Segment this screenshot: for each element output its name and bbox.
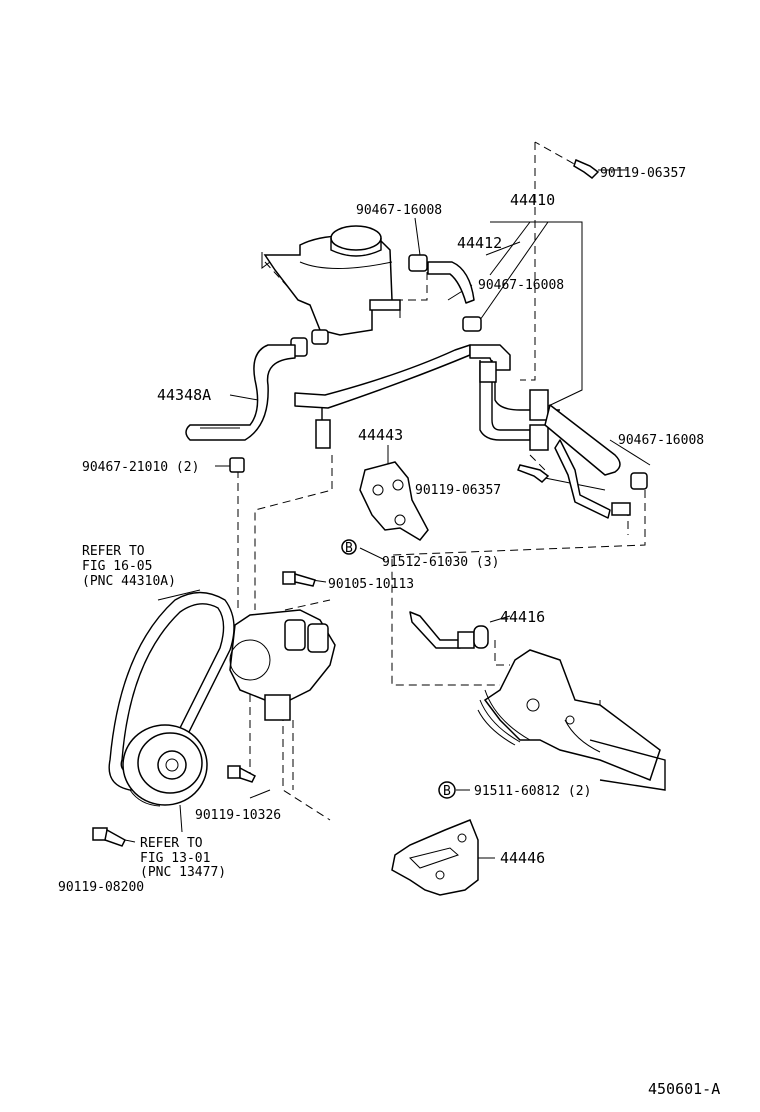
label-90467-16008-a: 90467-16008 [356,203,442,218]
clamp-90467-21010 [229,457,245,473]
bracket-44443 [359,461,429,541]
bolt-90119-10326 [227,765,256,783]
label-refer-belt-line3: (PNC 44310A) [82,574,176,589]
hose-clamp-reservoir-outlet [290,329,329,357]
pressure-tube-44416 [409,611,489,649]
bracket-44446 [391,819,479,896]
label-90119-10326: 90119-10326 [195,808,281,823]
label-44443: 44443 [358,426,403,444]
label-44416: 44416 [500,608,545,626]
marker-b-label-1: B [345,541,353,556]
bolt-90119-06357-top [573,158,600,179]
label-90119-06357-mid: 90119-06357 [415,483,501,498]
bolt-marker-b-91512: B [341,539,357,556]
marker-b-label-2: B [443,784,451,799]
cooler-tube [544,404,631,519]
label-90119-06357-top: 90119-06357 [600,166,686,181]
label-90105-10113: 90105-10113 [328,577,414,592]
bolt-90119-06357-mid [517,464,550,483]
label-44412: 44412 [457,234,502,252]
label-refer-pulley-line1: REFER TO [140,836,203,851]
steering-gear [477,649,666,791]
label-90467-21010: 90467-21010 (2) [82,460,199,475]
crankshaft-pulley [122,724,208,807]
label-44348A: 44348A [157,386,211,404]
figure-id: 450601-A [648,1080,720,1098]
reservoir [261,225,401,336]
power-steering-pump [229,609,336,721]
label-refer-belt-line2: FIG 16-05 [82,559,152,574]
bolt-marker-b-91511: B [438,781,456,799]
hose-clamp-90467-16008-a [408,254,428,272]
hose-clamp-90467-16008-b [462,316,482,332]
label-refer-belt-line1: REFER TO [82,544,145,559]
label-91512-61030: 91512-61030 (3) [382,555,499,570]
label-refer-pulley-line3: (PNC 13477) [140,865,226,880]
label-90467-16008-c: 90467-16008 [618,433,704,448]
return-hose-44412 [427,261,475,304]
hose-clamp-90467-16008-c [630,472,648,490]
suction-hose-44348A [185,344,296,441]
label-44410: 44410 [510,191,555,209]
label-91511-60812: 91511-60812 (2) [474,784,591,799]
label-refer-pulley-line2: FIG 13-01 [140,851,210,866]
pressure-tube-44410 [294,344,560,451]
bolt-90105-10113 [282,571,316,587]
label-44446: 44446 [500,849,545,867]
leader-lines [124,169,651,859]
label-90467-16008-b: 90467-16008 [478,278,564,293]
label-90119-08200: 90119-08200 [58,880,144,895]
bolt-90119-08200 [92,827,126,847]
